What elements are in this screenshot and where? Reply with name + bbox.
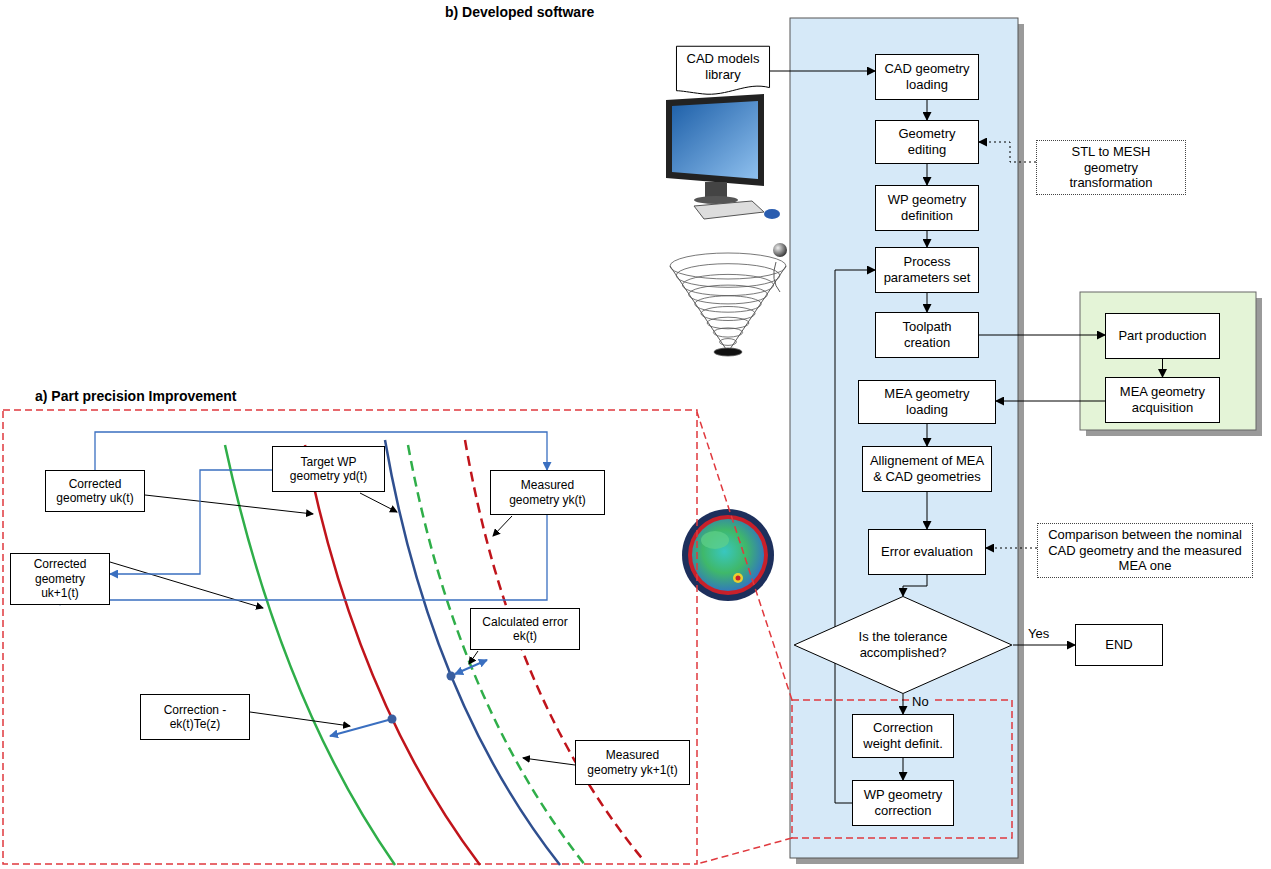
edge-label: No bbox=[910, 694, 931, 710]
node-text: STL to MESH geometry transformation bbox=[1043, 144, 1179, 191]
callout-box: Measured geometry yk+1(t) bbox=[575, 740, 690, 785]
node-text: Toolpath creation bbox=[880, 319, 974, 350]
connector bbox=[927, 492, 928, 529]
connector bbox=[927, 164, 928, 185]
node-text: Corrected geometry uk+1(t) bbox=[15, 557, 105, 600]
node-text: WP geometry correction bbox=[857, 787, 949, 818]
node-text: Is the tolerance accomplished? bbox=[839, 629, 967, 660]
node-text: Correction -ek(t)Te(z) bbox=[145, 703, 245, 732]
note-box: Comparison between the nominal CAD geome… bbox=[1037, 523, 1253, 578]
node-text: Comparison between the nominal CAD geome… bbox=[1044, 527, 1246, 574]
process-box: WP geometry definition bbox=[875, 185, 979, 231]
connector bbox=[927, 424, 928, 446]
process-box: Part production bbox=[1105, 313, 1220, 359]
edge-label: Yes bbox=[1026, 626, 1051, 642]
connector bbox=[1162, 359, 1163, 377]
node-text: Corrected geometry uk(t) bbox=[50, 477, 140, 506]
connector bbox=[770, 71, 875, 72]
node-text: Part production bbox=[1118, 328, 1206, 344]
zoom-frame bbox=[3, 410, 1012, 864]
toolpath-ring bbox=[689, 285, 768, 304]
node-text: Process parameters set bbox=[880, 254, 974, 285]
node-text: WP geometry definition bbox=[880, 192, 974, 223]
callout-box: Target WP geometry yd(t) bbox=[272, 446, 385, 492]
software-panel bbox=[790, 18, 1018, 858]
node-text: Measured geometry yk(t) bbox=[495, 478, 600, 507]
toolpath-ring bbox=[713, 328, 742, 337]
node-text: Allignement of MEA & CAD geometries bbox=[867, 453, 987, 484]
node-text: Measured geometry yk+1(t) bbox=[580, 748, 685, 777]
process-box: Toolpath creation bbox=[875, 312, 979, 358]
error-arrows bbox=[330, 660, 487, 736]
process-box: Allignement of MEA & CAD geometries bbox=[862, 446, 992, 492]
connector bbox=[927, 293, 928, 312]
callout-box: Corrected geometry uk+1(t) bbox=[10, 553, 110, 605]
connector bbox=[979, 142, 1036, 162]
connector bbox=[979, 335, 1105, 336]
heading-label: a) Part precision Improvement bbox=[35, 388, 237, 405]
computer-icon bbox=[666, 94, 780, 219]
node-text: END bbox=[1105, 637, 1132, 653]
connector bbox=[903, 758, 904, 780]
callout-box: Corrected geometry uk(t) bbox=[45, 470, 145, 512]
toolpath-ring bbox=[701, 307, 755, 321]
node-text: Geometry editing bbox=[880, 126, 974, 157]
connector bbox=[996, 401, 1105, 402]
node-text: Calculated error ek(t) bbox=[475, 615, 575, 644]
heading-label: b) Developed software bbox=[445, 4, 594, 21]
connector bbox=[60, 515, 547, 605]
process-box: MEA geometry loading bbox=[858, 380, 996, 424]
connector bbox=[927, 231, 928, 247]
end-box: END bbox=[1075, 624, 1163, 666]
node-text: MEA geometry loading bbox=[863, 386, 991, 417]
node-text: CAD geometry loading bbox=[880, 61, 974, 92]
process-box: MEA geometry acquisition bbox=[1105, 377, 1220, 423]
connector bbox=[903, 575, 927, 596]
measured-part-icon bbox=[682, 509, 774, 601]
toolpath-ring bbox=[670, 253, 786, 279]
process-box: CAD geometry loading bbox=[875, 54, 979, 100]
toolpath-ring bbox=[720, 339, 737, 346]
note-box: STL to MESH geometry transformation bbox=[1036, 140, 1186, 195]
toolpath-icon bbox=[670, 243, 787, 356]
connector bbox=[927, 100, 928, 120]
point-dot bbox=[388, 715, 397, 724]
callout-box: Measured geometry yk(t) bbox=[490, 470, 605, 515]
callout-box: Calculated error ek(t) bbox=[470, 608, 580, 650]
node-text: Target WP geometry yd(t) bbox=[277, 455, 380, 484]
geometry-curves bbox=[225, 440, 645, 865]
process-box: Error evaluation bbox=[868, 529, 986, 575]
callout-box: Correction -ek(t)Te(z) bbox=[140, 694, 250, 740]
production-panel bbox=[1080, 292, 1256, 430]
connector bbox=[903, 694, 904, 714]
node-text: Correction weight definit. bbox=[857, 720, 949, 751]
connector bbox=[1013, 645, 1075, 646]
connector bbox=[986, 548, 1037, 549]
toolpath-ring bbox=[707, 317, 749, 329]
node-text: MEA geometry acquisition bbox=[1110, 384, 1215, 415]
node-text: CAD models library bbox=[680, 51, 766, 82]
decision-diamond: Is the tolerance accomplished? bbox=[793, 596, 1013, 694]
process-box: WP geometry correction bbox=[852, 780, 954, 826]
node-text: Error evaluation bbox=[881, 544, 973, 560]
process-box: Geometry editing bbox=[875, 120, 979, 164]
document-box: CAD models library bbox=[676, 46, 770, 98]
point-dot bbox=[447, 672, 456, 681]
toolpath-ring bbox=[676, 264, 780, 288]
process-box: Process parameters set bbox=[875, 247, 979, 293]
process-box: Correction weight definit. bbox=[852, 714, 954, 758]
